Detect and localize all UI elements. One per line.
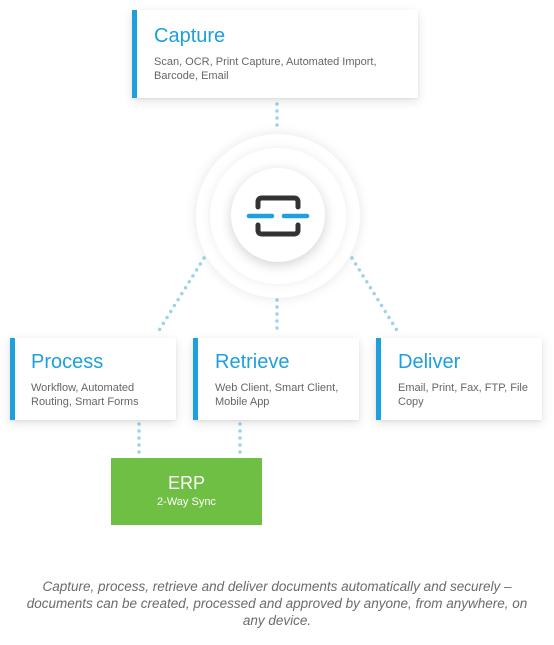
retrieve-card: Retrieve Web Client, Smart Client, Mobil…: [193, 338, 359, 420]
hub-inner-circle: [231, 168, 325, 262]
link-icon: [246, 195, 310, 237]
process-title: Process: [31, 351, 104, 373]
connector-hub-process: [156, 256, 206, 334]
erp-title: ERP: [167, 473, 205, 493]
retrieve-description: Web Client, Smart Client, Mobile App: [215, 382, 339, 408]
capture-description: Scan, OCR, Print Capture, Automated Impo…: [154, 56, 377, 82]
connector-hub-deliver: [350, 256, 400, 334]
capture-title: Capture: [154, 25, 226, 47]
capture-card: Capture Scan, OCR, Print Capture, Automa…: [132, 10, 418, 98]
caption-text: Capture, process, retrieve and deliver d…: [26, 579, 528, 628]
deliver-title: Deliver: [398, 351, 461, 373]
erp-box: ERP 2-Way Sync: [111, 458, 262, 525]
process-description: Workflow, Automated Routing, Smart Forms: [31, 382, 139, 408]
deliver-description: Email, Print, Fax, FTP, File Copy: [398, 382, 528, 408]
deliver-card: Deliver Email, Print, Fax, FTP, File Cop…: [376, 338, 542, 420]
retrieve-title: Retrieve: [215, 351, 290, 373]
erp-subtitle: 2-Way Sync: [157, 496, 216, 508]
process-card: Process Workflow, Automated Routing, Sma…: [10, 338, 176, 420]
